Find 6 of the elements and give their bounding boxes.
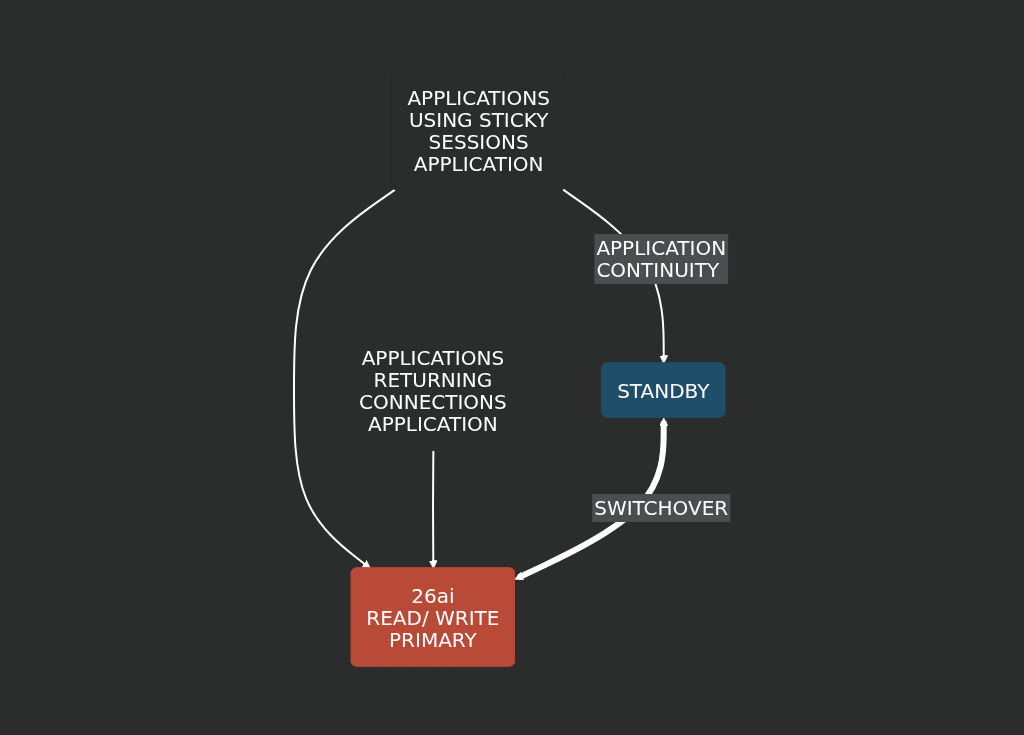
node-text: APPLICATIONS RETURNING CONNECTIONS APPLICATION [358,345,507,436]
node-text: APPLICATIONS USING STICKY SESSIONS APPLICATION [407,85,550,176]
edge-label: SWITCHOVER [594,495,729,520]
arrow [292,188,396,569]
edge-label: APPLICATION CONTINUITY [596,235,726,282]
arrow [428,449,438,569]
